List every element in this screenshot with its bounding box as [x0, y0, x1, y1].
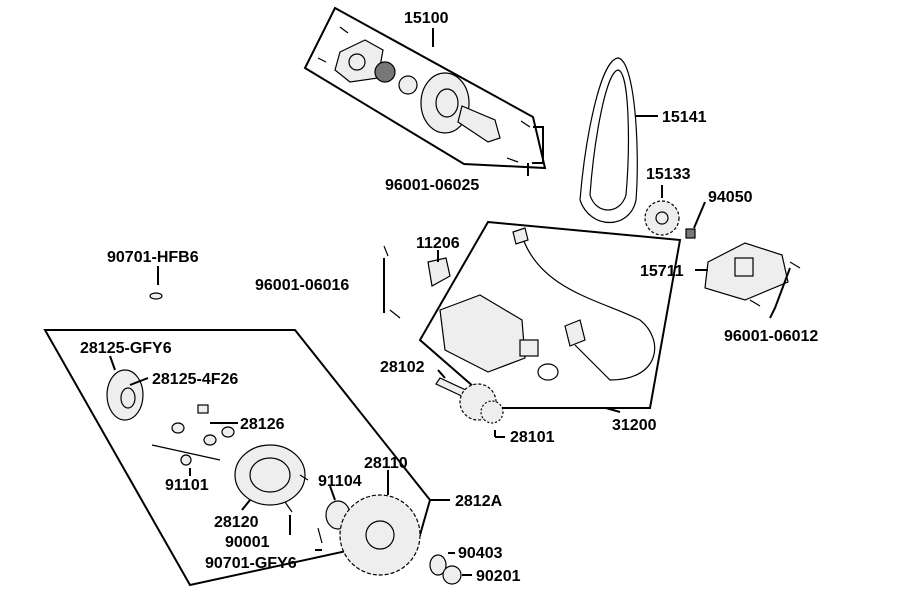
starter-motor-body — [439, 294, 526, 373]
washer-90403 — [429, 554, 447, 576]
o-ring — [537, 363, 559, 381]
roller-1 — [171, 422, 185, 434]
oil-pump-chain — [579, 57, 658, 223]
plate-screw-1 — [789, 261, 801, 269]
leader-94050 — [693, 201, 706, 229]
starter-motor-group — [418, 220, 682, 413]
cover-plate-15711 — [704, 242, 789, 301]
chain-inner — [589, 69, 629, 211]
label-15141: 15141 — [662, 109, 707, 126]
pump-shaft — [457, 105, 501, 143]
nut-94050 — [685, 228, 696, 239]
label-90701-HFB6: 90701-HFB6 — [107, 249, 199, 266]
label-28101: 28101 — [510, 429, 555, 446]
roller-3 — [203, 434, 217, 446]
label-11206: 11206 — [416, 235, 460, 252]
label-90201: 90201 — [476, 568, 521, 585]
cover-plate-group — [695, 242, 801, 319]
gear-28101 — [480, 400, 504, 424]
bracket-group — [383, 245, 451, 319]
key-90701-HFB6 — [149, 292, 163, 300]
leader-31200 — [605, 407, 621, 413]
bolt-upper — [383, 245, 389, 257]
bolt-90001-b — [299, 474, 309, 481]
pump-screw-1 — [339, 26, 349, 34]
clutch-plate-28125-GFY6 — [106, 369, 144, 421]
cable-terminal — [512, 227, 529, 245]
label-90701-GFY6: 90701-GFY6 — [205, 555, 297, 572]
sprocket-15133 — [644, 200, 680, 236]
label-96001-06025: 96001-06025 — [385, 177, 479, 194]
label-94050: 94050 — [708, 189, 753, 206]
leader-91104 — [329, 485, 336, 501]
oil-pump-group-outline — [303, 6, 547, 170]
pump-rotor — [374, 61, 396, 83]
label-28102: 28102 — [380, 359, 425, 376]
sprocket-hub — [655, 211, 669, 225]
leader-28120 — [241, 499, 251, 511]
pin-91101 — [151, 444, 221, 461]
pump-housing-bore — [435, 88, 459, 118]
pump-plate-hole — [348, 53, 366, 71]
label-31200: 31200 — [612, 417, 657, 434]
bolt-lower — [389, 309, 401, 319]
label-90001: 90001 — [225, 534, 270, 551]
clutch-body-inner — [249, 457, 291, 493]
spring-28126 — [197, 404, 209, 414]
hardware-group — [429, 552, 472, 585]
leader-28102 — [437, 369, 446, 379]
starter-clutch-group — [43, 329, 450, 587]
plug-91101 — [180, 454, 192, 466]
label-28126: 28126 — [240, 416, 285, 433]
label-28125-GFY6: 28125-GFY6 — [80, 340, 172, 357]
starter-group-outline — [418, 220, 682, 409]
nut-90201 — [442, 565, 462, 585]
pump-screw-3 — [520, 120, 531, 128]
label-96001-06012: 96001-06012 — [724, 328, 818, 345]
label-28110: 28110 — [364, 455, 408, 472]
labels: 15100 15141 96001-06025 15133 94050 1120… — [80, 10, 818, 585]
starter-cable — [521, 235, 656, 381]
label-96001-06016: 96001-06016 — [255, 277, 349, 294]
oil-pump-group — [303, 6, 547, 176]
label-28125-4F26: 28125-4F26 — [152, 371, 238, 388]
gear-28110 — [339, 494, 421, 576]
bracket-96001-06025 — [532, 126, 544, 164]
label-15100: 15100 — [404, 10, 449, 27]
label-15133: 15133 — [646, 166, 691, 183]
leader-28125-4F26 — [129, 377, 149, 386]
pump-housing — [420, 72, 470, 134]
label-90403: 90403 — [458, 545, 503, 562]
clutch-group-outline — [43, 329, 432, 587]
key-90701-GFY6 — [317, 527, 323, 544]
pump-screw-4 — [506, 157, 519, 163]
bracket-96001-06012 — [769, 267, 791, 319]
pump-screw-2 — [317, 57, 327, 63]
bracket-11206 — [427, 257, 451, 287]
label-2812A: 2812A — [455, 493, 503, 510]
plate-screw-2 — [749, 299, 761, 307]
label-91104: 91104 — [318, 473, 362, 490]
clutch-body-28120 — [234, 444, 306, 506]
label-15711: 15711 — [640, 263, 684, 280]
leader-28125-GFY6 — [109, 355, 116, 371]
idle-gear-group — [435, 369, 505, 438]
cable-end — [564, 319, 586, 347]
chain-outer — [579, 57, 638, 223]
pump-inner-rotor — [398, 75, 418, 95]
starter-motor-pinion-shaft — [519, 339, 539, 357]
label-91101: 91101 — [165, 477, 209, 494]
bolt-90001 — [284, 501, 293, 513]
label-28120: 28120 — [214, 514, 259, 531]
key-group — [149, 266, 163, 300]
cover-plate-window — [734, 257, 754, 277]
clutch-plate-hub — [120, 387, 136, 409]
roller-2 — [221, 426, 235, 438]
gear-28110-hub — [365, 520, 395, 550]
sprocket-group — [644, 185, 706, 239]
